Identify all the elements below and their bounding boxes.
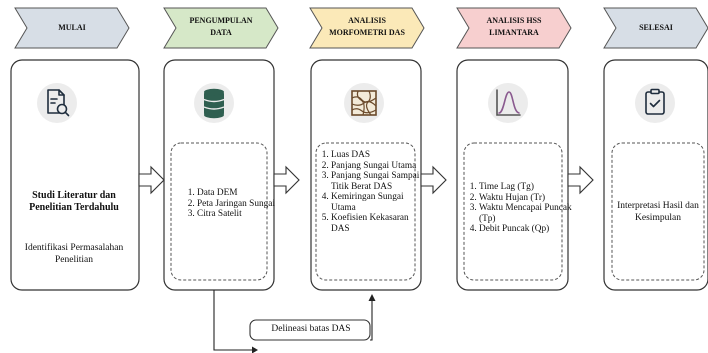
clipboard-check-icon	[645, 88, 665, 115]
flow-arrow-1	[138, 165, 165, 195]
list-item: Citra Satelit	[197, 209, 277, 220]
list-item: Koefisien Kekasaran DAS	[331, 213, 425, 234]
flow-arrow-3	[420, 165, 447, 195]
stage-chevron-analisis-hss	[456, 7, 572, 49]
icon-circle-5	[635, 83, 675, 123]
hss-analysis-list: Time Lag (Tg) Waktu Hujan (Tr) Waktu Men…	[467, 182, 573, 235]
stage-chevron-mulai	[14, 7, 130, 49]
stage-title-line: DATA	[210, 28, 232, 37]
dashed-box-hss	[463, 142, 563, 281]
data-collection-list: Data DEM Peta Jaringan Sungai Citra Sate…	[185, 188, 277, 220]
stage-title-line: LIMANTARA	[489, 28, 539, 37]
stage-chevron-selesai	[603, 7, 708, 49]
flow-arrow-2	[273, 165, 300, 195]
stage-title-selesai: SELESAI	[616, 22, 696, 34]
delineation-label: Delineasi batas DAS	[271, 324, 351, 334]
stage-title-line: MULAI	[58, 23, 86, 32]
dashed-box-data	[170, 142, 268, 281]
list-item: Panjang Sungai Utama	[331, 161, 425, 172]
database-icon	[203, 88, 225, 119]
stage-title-analisis-hss: ANALISIS HSS LIMANTARA	[469, 15, 559, 39]
problem-identification-text: Identifikasi Permasalahan Penelitian	[24, 243, 124, 265]
icon-circle-4	[488, 83, 528, 123]
icon-circle-1	[37, 83, 77, 123]
stage-panel-selesai	[603, 59, 708, 291]
list-item: Time Lag (Tg)	[479, 182, 573, 193]
list-item: Data DEM	[197, 188, 277, 199]
stage-title-line: ANALISIS	[348, 16, 386, 25]
list-item: Waktu Mencapai Puncak (Tp)	[479, 203, 573, 224]
delineation-arrowhead-up	[368, 294, 376, 301]
conclusion-text: Interpretasi Hasil dan Kesimpulan	[617, 201, 699, 223]
stage-title-line: PENGUMPULAN	[189, 16, 253, 25]
contour-map-icon	[351, 90, 377, 116]
stage-title-line: ANALISIS HSS	[486, 16, 542, 25]
list-item: Luas DAS	[331, 150, 425, 161]
stage-title-line: MORFOMETRI DAS	[329, 28, 405, 37]
delineation-arrowhead-right	[252, 346, 258, 353]
delineation-connector	[213, 290, 373, 351]
list-item: Waktu Hujan (Tr)	[479, 193, 573, 204]
dashed-box-morfometri	[315, 142, 416, 281]
stage-chevron-analisis-morfometri	[309, 7, 425, 49]
list-item: Kemiringan Sungai Utama	[331, 192, 425, 213]
stage-title-line: SELESAI	[639, 23, 673, 32]
stage-chevron-pengumpulan-data	[163, 7, 279, 49]
literature-study-title: Studi Literatur dan Penelitian Terdahulu	[29, 190, 119, 213]
morphometry-list: Luas DAS Panjang Sungai Utama Panjang Su…	[319, 150, 425, 234]
hydrograph-curve-icon	[496, 89, 521, 116]
stage-title-mulai: MULAI	[27, 22, 117, 34]
dashed-box-selesai	[611, 142, 705, 281]
list-item: Panjang Sungai Sampai Titik Berat DAS	[331, 171, 425, 192]
stage-title-pengumpulan-data: PENGUMPULAN DATA	[176, 15, 266, 39]
list-item: Debit Puncak (Qp)	[479, 224, 573, 235]
stage-title-analisis-morfometri: ANALISIS MORFOMETRI DAS	[322, 15, 412, 39]
delineation-box	[249, 319, 371, 341]
flow-arrow-4	[567, 165, 594, 195]
list-item: Peta Jaringan Sungai	[197, 199, 277, 210]
document-search-icon	[47, 89, 70, 117]
